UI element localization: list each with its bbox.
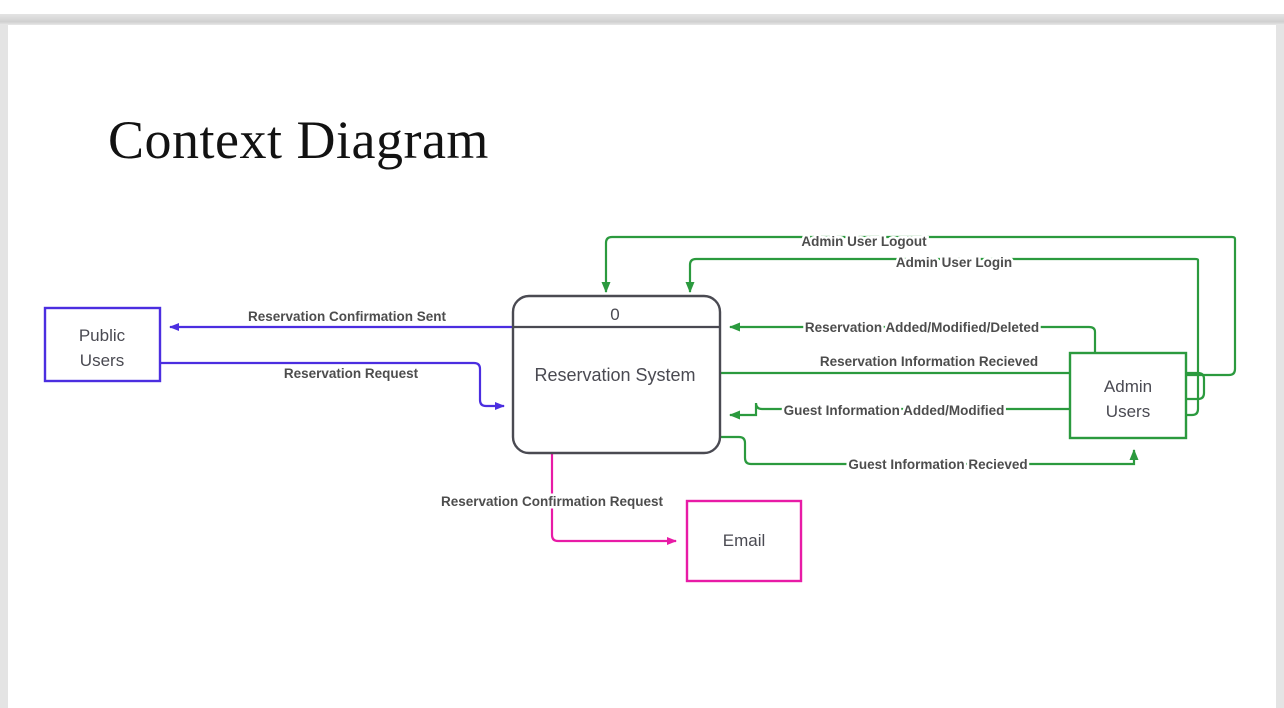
flow-admin-login-return [1186,262,1200,417]
flow-label-reservation-information-recieved: Reservation Information Recieved [817,352,1040,372]
entity-public-users-line1: Public [79,326,126,345]
entity-admin-users-line1: Admin [1104,377,1152,396]
flow-label-reservation-added-modified-deleted: Reservation Added/Modified/Deleted [802,318,1041,338]
svg-text:Guest Information Added/Modifi: Guest Information Added/Modified [784,403,1005,418]
svg-text:Reservation Added/Modified/Del: Reservation Added/Modified/Deleted [805,320,1039,335]
entity-public-users-line2: Users [80,351,124,370]
flow-label-reservation-confirmation-sent: Reservation Confirmation Sent [245,307,449,327]
flow-admin-user-logout [601,235,1237,293]
context-diagram-svg: Public Users Admin Users Email [43,232,1237,583]
flow-admin-user-login [685,257,1200,293]
svg-text:Reservation Confirmation Sent: Reservation Confirmation Sent [248,309,447,324]
flow-reservation-added-modified-deleted [729,322,1097,353]
entity-admin-users[interactable]: Admin Users [1068,351,1188,440]
svg-text:Admin User Logout: Admin User Logout [801,234,927,249]
flow-reservation-confirmation-request [550,453,677,545]
flow-guest-information-added-modified [729,402,1070,420]
flow-label-admin-user-login: Admin User Login [893,253,1014,273]
flow-guest-information-recieved [720,435,1139,466]
svg-text:Reservation Information Reciev: Reservation Information Recieved [820,354,1038,369]
presentation-canvas-frame: Context Diagram [0,25,1284,708]
page-title: Context Diagram [108,110,489,170]
window-divider-bar [0,14,1284,25]
svg-text:Guest Information Recieved: Guest Information Recieved [848,457,1027,472]
flow-label-guest-information-recieved: Guest Information Recieved [846,455,1030,475]
flow-reservation-request [160,361,505,410]
svg-text:Admin User Login: Admin User Login [896,255,1012,270]
process-name: Reservation System [534,365,695,385]
flow-label-admin-user-logout: Admin User Logout [799,232,930,252]
flow-reservation-information-recieved [720,371,1206,439]
entity-admin-users-line2: Users [1106,402,1150,421]
flow-admin-logout-return [1186,242,1237,377]
flow-label-reservation-request: Reservation Request [281,364,421,384]
svg-text:Reservation Confirmation Reque: Reservation Confirmation Request [441,494,664,509]
process-reservation-system[interactable]: 0 Reservation System [511,294,722,455]
presentation-canvas: Context Diagram [8,25,1284,708]
flow-label-guest-information-added-modified: Guest Information Added/Modified [781,401,1007,421]
window-top-strip [0,0,1284,14]
entity-email-label: Email [723,531,766,550]
flow-label-reservation-confirmation-request: Reservation Confirmation Request [438,492,666,512]
entity-public-users[interactable]: Public Users [43,306,162,383]
process-number: 0 [610,305,619,324]
svg-text:Reservation Request: Reservation Request [284,366,419,381]
entity-email[interactable]: Email [685,499,803,583]
